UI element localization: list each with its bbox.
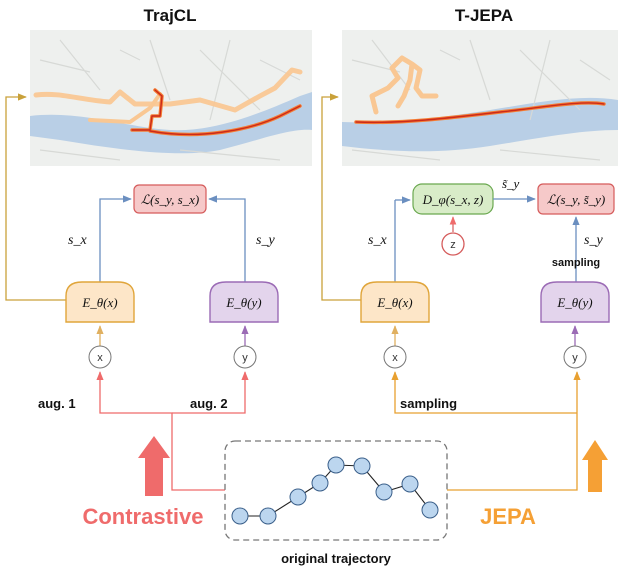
feedback-arrow-right — [321, 93, 395, 301]
predictor-label: D_φ(s_x, z) — [422, 192, 484, 207]
svg-text:x: x — [392, 352, 398, 364]
title-trajcl: TrajCL — [144, 6, 197, 25]
encoder-y-label-right: E_θ(y) — [556, 295, 592, 310]
title-tjepa: T-JEPA — [455, 6, 513, 25]
loss-box-left — [133, 184, 207, 214]
original-trajectory-box — [224, 440, 448, 541]
svg-text:z: z — [450, 239, 456, 251]
node-y-left — [233, 345, 257, 369]
encoder-x-label-left: E_θ(x) — [81, 295, 117, 310]
svg-text:y: y — [242, 352, 248, 364]
encoder-x-label-right: E_θ(x) — [376, 295, 412, 310]
loss-label-right: ℒ(s_y, s̃_y) — [547, 192, 605, 207]
arrow-sx-left — [99, 195, 132, 282]
jepa-path-x — [391, 371, 577, 414]
original-trajectory-caption: original trajectory — [281, 551, 392, 566]
loss-box-right — [537, 183, 615, 215]
noise-z-node — [441, 232, 465, 256]
aug1-label: aug. 1 — [38, 396, 76, 411]
contrastive-label: Contrastive — [82, 504, 203, 529]
node-y-right — [563, 345, 587, 369]
trajectory-points — [231, 456, 439, 525]
jepa-label: JEPA — [480, 504, 536, 529]
jepa-path-y — [447, 371, 581, 491]
aug2-label: aug. 2 — [190, 396, 228, 411]
sy-label-left: s_y — [256, 233, 275, 248]
jepa-big-arrow — [582, 440, 608, 492]
encoder-x-right — [360, 281, 430, 323]
map-right — [342, 30, 618, 166]
feedback-arrow-left — [5, 93, 100, 301]
loss-label-left: ℒ(s_y, s_x) — [141, 192, 199, 207]
encoder-y-left — [209, 281, 279, 323]
encoder-x-left — [65, 281, 135, 323]
map-left — [30, 30, 312, 166]
encoder-y-label-left: E_θ(y) — [225, 295, 261, 310]
sy-label-right: s_y — [584, 233, 603, 248]
node-x-right — [383, 345, 407, 369]
stilde-label: s̃_y — [502, 176, 520, 191]
svg-text:x: x — [97, 352, 103, 364]
sx-label-right: s_x — [368, 233, 387, 248]
aug-path-right — [172, 371, 249, 414]
arrow-sy-left — [208, 195, 246, 282]
contrastive-big-arrow — [138, 436, 170, 496]
sx-label-left: s_x — [68, 233, 87, 248]
encoder-y-right — [540, 281, 610, 323]
node-x-left — [88, 345, 112, 369]
svg-text:y: y — [572, 352, 578, 364]
sampling-top-label: sampling — [552, 257, 600, 269]
sampling-bottom-label: sampling — [400, 396, 457, 411]
